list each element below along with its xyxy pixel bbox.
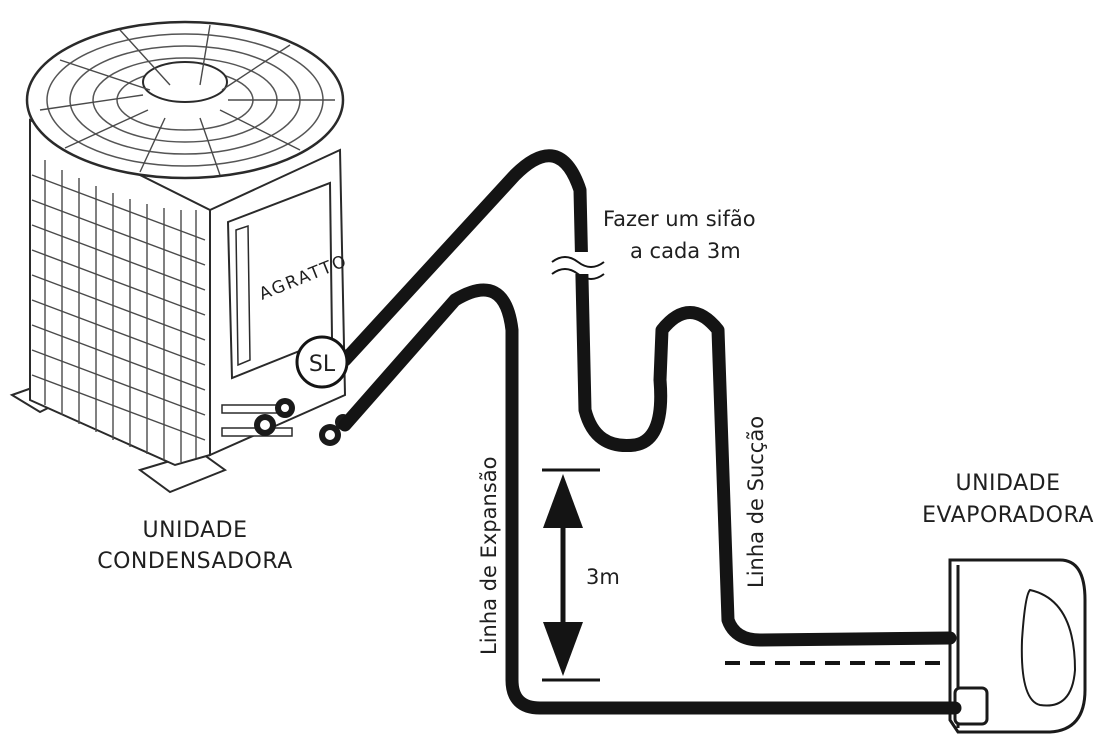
suction-line-label: Linha de Sucção xyxy=(744,416,768,588)
height-dimension xyxy=(542,468,600,682)
condenser-grille xyxy=(31,160,206,462)
trap-note-line-2: a cada 3m xyxy=(630,239,741,263)
sl-marker-label: SL xyxy=(309,352,336,377)
line-break-symbol xyxy=(551,252,605,280)
fan-guard xyxy=(25,20,345,180)
suction-line-pipe xyxy=(338,149,957,647)
evaporator-unit xyxy=(948,558,1087,734)
condensing-unit-label-2: CONDENSADORA xyxy=(97,549,293,574)
evaporator-unit-label-1: UNIDADE xyxy=(956,471,1061,496)
sl-marker: SL xyxy=(295,335,349,389)
height-label: 3m xyxy=(586,565,620,589)
condensing-unit: AGRATTO xyxy=(9,20,351,494)
evaporator-unit-label-2: EVAPORADORA xyxy=(922,503,1094,528)
expansion-line-label: Linha de Expansão xyxy=(477,457,501,656)
trap-note-line-1: Fazer um sifão xyxy=(603,207,756,231)
service-valves xyxy=(221,398,351,446)
expansion-line-pipe xyxy=(338,283,962,715)
condensing-unit-label-1: UNIDADE xyxy=(143,518,248,543)
